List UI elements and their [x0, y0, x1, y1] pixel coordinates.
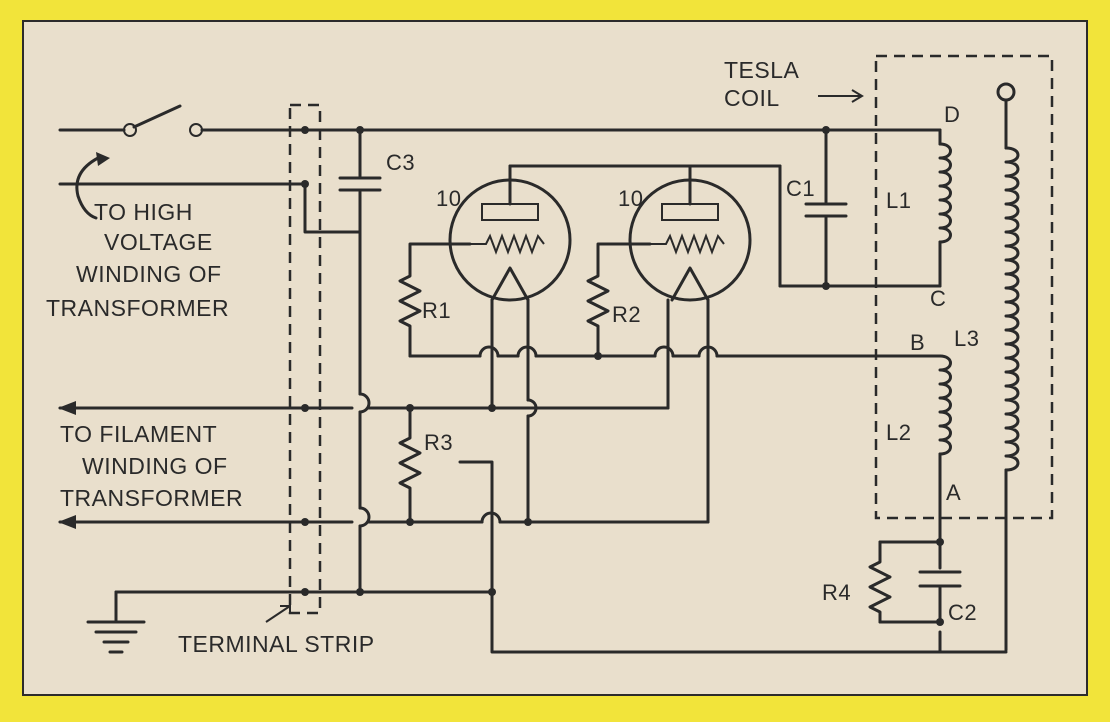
- capacitor-c1: [804, 202, 848, 218]
- vacuum-tube-2: [628, 164, 752, 302]
- hv-note-2: VOLTAGE: [104, 229, 213, 255]
- terminal-arrow-icon: [265, 605, 291, 623]
- tesla-arrow-icon: [818, 89, 864, 103]
- c3-label: C3: [386, 150, 415, 175]
- ground-icon: [86, 620, 146, 654]
- l3-label: L3: [954, 326, 979, 351]
- node-b-label: B: [910, 330, 925, 355]
- terminal-strip-label: TERMINAL STRIP: [178, 631, 375, 657]
- coil-l3: [996, 82, 1020, 652]
- resistor-r4: [868, 554, 892, 624]
- schematic-panel: [22, 20, 1088, 696]
- tube2-label: 10: [618, 186, 643, 211]
- coil-l2: [938, 354, 952, 544]
- resistor-r3: [398, 428, 422, 500]
- hv-return-wire: [303, 182, 362, 234]
- hv-note-4: TRANSFORMER: [46, 295, 229, 321]
- coil-l1: [938, 128, 952, 288]
- capacitor-c3: [338, 176, 382, 192]
- capacitor-c2: [918, 570, 962, 588]
- r3-label: R3: [424, 430, 453, 455]
- fil-note-2: WINDING OF: [82, 453, 228, 479]
- c2-label: C2: [948, 600, 977, 625]
- node-c-label: C: [930, 286, 946, 311]
- resistor-r2: [586, 266, 610, 338]
- r1-label: R1: [422, 298, 451, 323]
- fil-note-1: TO FILAMENT: [60, 421, 217, 447]
- resistor-r1: [398, 266, 422, 338]
- node-d-label: D: [944, 102, 960, 127]
- tesla-label-1: TESLA: [724, 57, 800, 83]
- tube1-label: 10: [436, 186, 461, 211]
- hv-note-1: TO HIGH: [94, 199, 193, 225]
- tesla-label-2: COIL: [724, 85, 780, 111]
- c1-label: C1: [786, 176, 815, 201]
- r4-label: R4: [822, 580, 851, 605]
- l2-label: L2: [886, 420, 911, 445]
- vacuum-tube-1: [448, 164, 572, 302]
- hv-note-3: WINDING OF: [76, 261, 222, 287]
- switch: [58, 104, 307, 137]
- fil-note-3: TRANSFORMER: [60, 485, 243, 511]
- hv-arrow-icon: [75, 152, 110, 220]
- junction-dots: [301, 126, 944, 626]
- r2-label: R2: [612, 302, 641, 327]
- l1-label: L1: [886, 188, 911, 213]
- node-a-label: A: [946, 480, 961, 505]
